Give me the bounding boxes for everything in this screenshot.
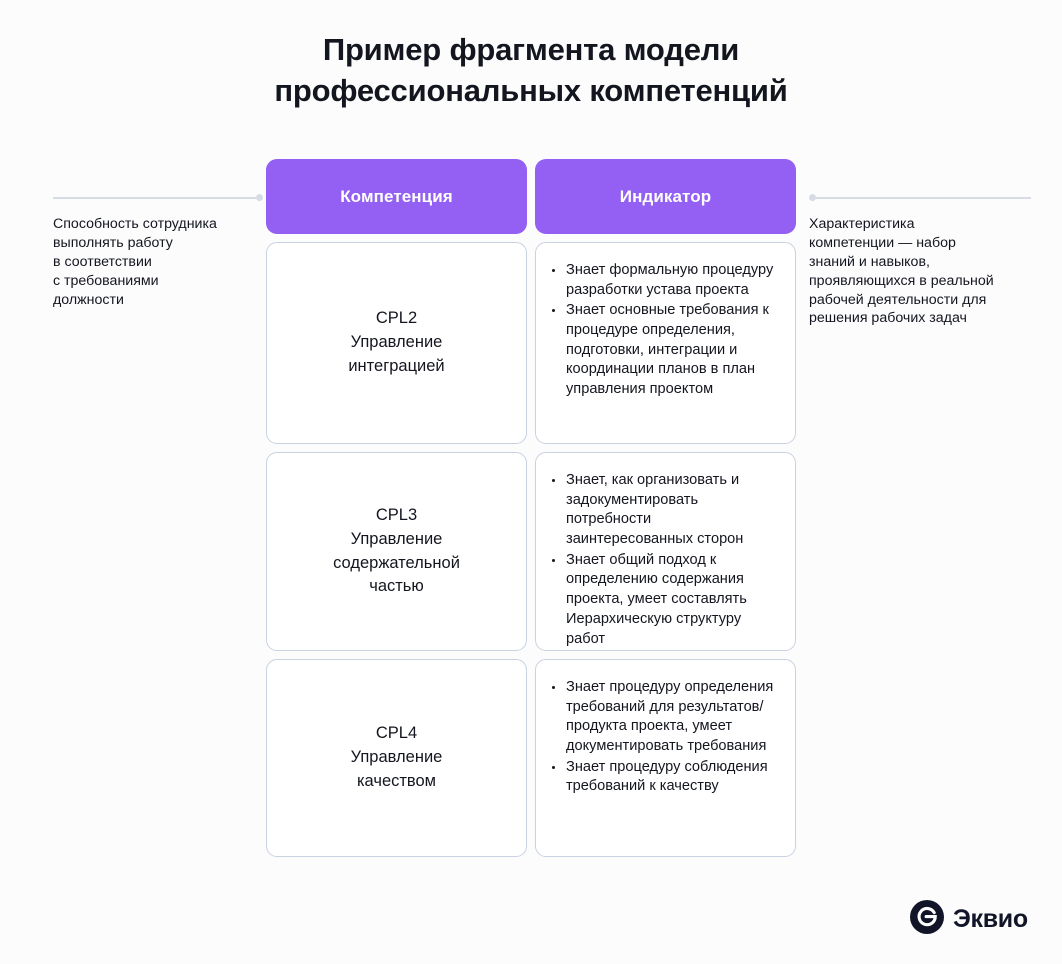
- annotation-competency-text: Способность сотрудника выполнять работу …: [53, 216, 217, 308]
- indicator-list: Знает формальную процедуру разработки ус…: [548, 261, 781, 400]
- connector-dot: [256, 194, 263, 201]
- annotation-indicator-text: Характеристика компетенции — набор знани…: [809, 216, 994, 327]
- indicator-cell: Знает формальную процедуру разработки ус…: [535, 242, 796, 444]
- table-row: CPL4 Управление качеством Знает процедур…: [266, 659, 796, 857]
- list-item: Знает общий подход к определению содержа…: [548, 551, 781, 649]
- indicator-cell: Знает, как организовать и задокументиров…: [535, 452, 796, 651]
- connector-dot: [809, 194, 816, 201]
- indicator-cell: Знает процедуру определения требований д…: [535, 659, 796, 857]
- competency-cell: CPL4 Управление качеством: [266, 659, 527, 857]
- column-header-competency: Компетенция: [266, 159, 527, 234]
- brand-name: Эквио: [953, 905, 1028, 933]
- connector-line-left: [53, 194, 263, 202]
- competency-cell: CPL2 Управление интеграцией: [266, 242, 527, 444]
- indicator-list: Знает, как организовать и задокументиров…: [548, 471, 781, 649]
- page-title-line-1: Пример фрагмента модели: [322, 32, 740, 67]
- annotation-indicator: Характеристика компетенции — набор знани…: [809, 194, 1031, 328]
- column-header-indicator: Индикатор: [535, 159, 796, 234]
- annotation-competency: Способность сотрудника выполнять работу …: [53, 194, 263, 309]
- competency-cell: CPL3 Управление содержательной частью: [266, 452, 527, 651]
- connector-rule: [53, 197, 256, 199]
- list-item: Знает, как организовать и задокументиров…: [548, 471, 781, 550]
- list-item: Знает формальную процедуру разработки ус…: [548, 261, 781, 300]
- connector-rule: [816, 197, 1031, 199]
- table-row: CPL2 Управление интеграцией Знает формал…: [266, 242, 796, 444]
- ekvio-circle-icon: [910, 900, 944, 939]
- page-title: Пример фрагмента модели профессиональных…: [0, 30, 1062, 112]
- indicator-list: Знает процедуру определения требований д…: [548, 678, 781, 797]
- brand-logo: Эквио: [910, 900, 1028, 939]
- list-item: Знает процедуру соблюдения требований к …: [548, 758, 781, 797]
- list-item: Знает основные требования к процедуре оп…: [548, 301, 781, 399]
- page-title-line-2: профессиональных компетенций: [274, 72, 788, 108]
- connector-line-right: [809, 194, 1031, 202]
- competency-matrix: Компетенция Индикатор CPL2 Управление ин…: [266, 159, 796, 865]
- list-item: Знает процедуру определения требований д…: [548, 678, 781, 757]
- matrix-header-row: Компетенция Индикатор: [266, 159, 796, 234]
- table-row: CPL3 Управление содержательной частью Зн…: [266, 452, 796, 651]
